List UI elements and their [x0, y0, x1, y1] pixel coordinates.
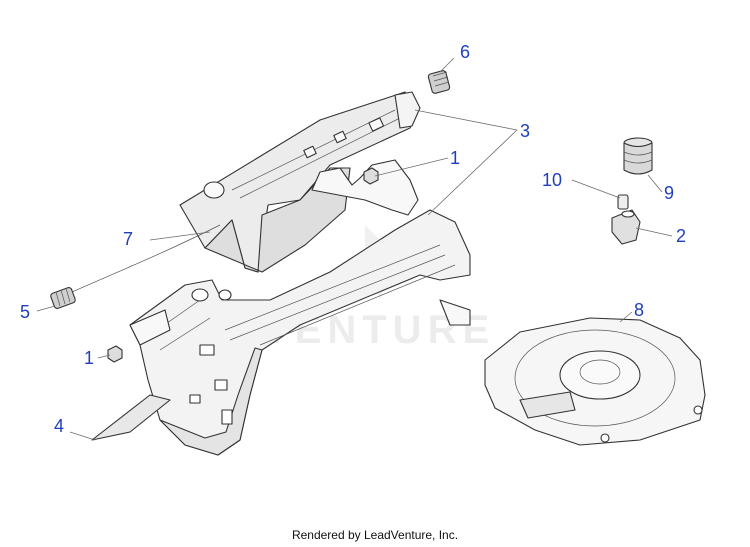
- part-knob: [427, 70, 451, 94]
- footer-credit: Rendered by LeadVenture, Inc.: [291, 528, 459, 542]
- callout-10: 10: [542, 170, 562, 190]
- part-cable: [71, 224, 221, 293]
- part-height-knob: [623, 137, 653, 175]
- part-nut-upper: [363, 167, 379, 185]
- part-main-frame: [129, 159, 471, 456]
- callout-3: 3: [520, 121, 530, 141]
- callout-4: 4: [54, 416, 64, 436]
- callout-7: 7: [123, 229, 133, 249]
- part-deflector: [91, 394, 171, 441]
- callout-6: 6: [460, 42, 470, 62]
- part-upper-panel: [179, 91, 421, 273]
- callout-8: 8: [634, 300, 644, 320]
- part-nut-lower: [107, 345, 123, 363]
- leader-lines: [36, 57, 673, 441]
- callout-1-lower: 1: [84, 348, 94, 368]
- callout-2: 2: [676, 226, 686, 246]
- callout-1-upper: 1: [450, 148, 460, 168]
- part-bushing: [611, 209, 641, 245]
- part-pin: [617, 194, 629, 210]
- part-deck: [484, 317, 706, 446]
- callout-5: 5: [20, 302, 30, 322]
- callout-9: 9: [664, 183, 674, 203]
- part-spring-connector: [50, 287, 76, 309]
